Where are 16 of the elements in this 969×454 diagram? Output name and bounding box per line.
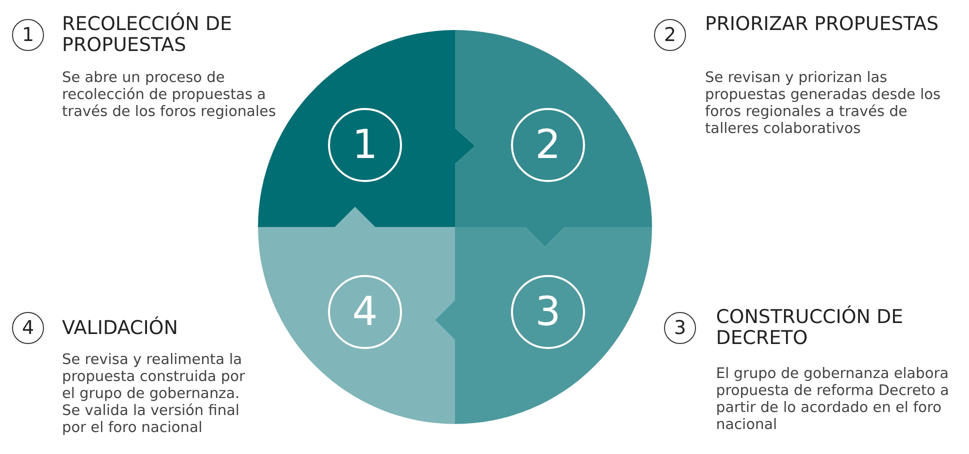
step-number: 2: [654, 19, 686, 51]
step-number: 4: [328, 275, 402, 349]
step-heading: RECOLECCIÓN DE PROPUESTAS: [62, 14, 233, 56]
step-description: Se revisa y realimenta la propuesta construida por el grupo de gobernanza. Se valida la versión final por el foro nacional: [62, 352, 246, 437]
step-heading: PRIORIZAR PROPUESTAS: [705, 14, 940, 35]
step-heading: VALIDACIÓN: [62, 318, 179, 339]
step-number: 3: [664, 312, 696, 344]
step-number: 4: [12, 312, 44, 344]
step-heading: CONSTRUCCIÓN DE DECRETO: [716, 307, 904, 349]
step-number: 1: [12, 19, 44, 51]
step-description: Se abre un proceso de recolección de propuestas a través de los foros regionales: [62, 70, 277, 121]
step-number: 1: [328, 108, 402, 182]
step-number: 3: [511, 275, 585, 349]
step-description: El grupo de gobernanza elabora propuesta de reforma Decreto a partir de lo acordado en el foro nacional: [716, 366, 950, 434]
step-number: 2: [511, 108, 585, 182]
step-description: Se revisan y priorizan las propuestas generadas desde los foros regionales a través de talleres colaborativos: [705, 70, 942, 138]
